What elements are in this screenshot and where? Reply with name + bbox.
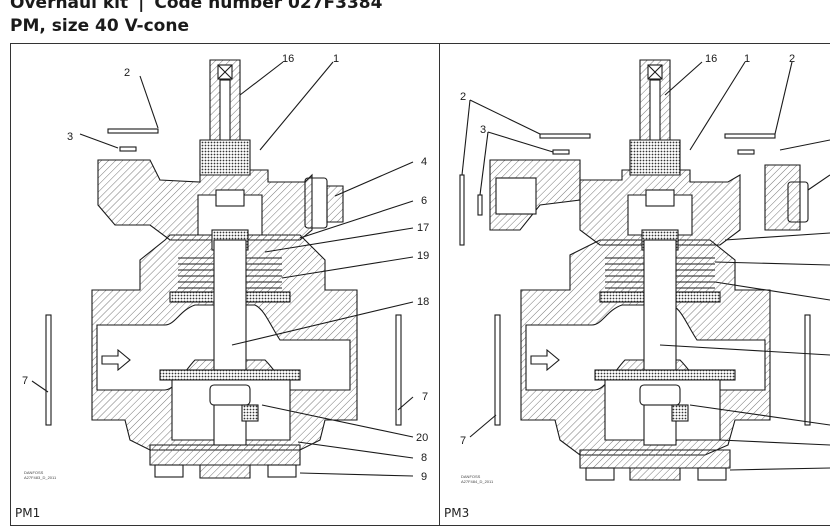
pm3-callout-16: 16 — [705, 53, 717, 65]
pm1-callout-4: 4 — [421, 156, 427, 168]
header-kit-label: Overhaul kit — [10, 0, 129, 13]
pm1-callout-20: 20 — [416, 432, 428, 444]
pm1-callout-9: 9 — [421, 471, 427, 483]
pm1-stamp-line1: DANFOSS — [24, 470, 44, 475]
header-subtitle: PM, size 40 V-cone — [10, 16, 189, 36]
pm1-callout-7-right: 7 — [422, 391, 428, 403]
header-title-line: Overhaul kit | Code number 027F3384 — [10, 0, 382, 13]
pm1-drawing — [31, 59, 414, 479]
pm3-callout-1: 1 — [744, 53, 750, 65]
pm1-callout-17: 17 — [417, 222, 429, 234]
pm3-callout-2-left: 2 — [460, 91, 466, 103]
pm3-callout-3: 3 — [480, 124, 486, 136]
document-header: Overhaul kit | Code number 027F3384 PM, si… — [10, 0, 830, 40]
pm1-callout-1: 1 — [333, 53, 339, 65]
pm1-callout-16: 16 — [282, 53, 294, 65]
pm3-callout-2-right: 2 — [789, 53, 795, 65]
panel-divider — [439, 43, 441, 526]
pm3-stamp-line2: A27F484_D_2011 — [461, 479, 494, 484]
pm1-callouts: 16 1 2 3 4 6 17 19 18 7 7 20 8 9 DANFOSS… — [22, 53, 429, 483]
pm3-drawing — [459, 59, 830, 481]
pm3-callouts: 16 1 2 2 3 7 DANFOSS A27F484_D_2011 — [460, 53, 795, 484]
header-code-number: Code number 027F3384 — [154, 0, 383, 13]
panel-label-pm3: PM3 — [444, 506, 470, 520]
pm1-callout-3: 3 — [67, 131, 73, 143]
pm1-callout-2: 2 — [124, 67, 130, 79]
pm3-stamp-line1: DANFOSS — [461, 474, 481, 479]
pm1-callout-7-left: 7 — [22, 375, 28, 387]
panel-label-pm1: PM1 — [15, 506, 41, 520]
header-separator: | — [138, 0, 145, 13]
pm1-callout-19: 19 — [417, 250, 429, 262]
pm3-callout-7: 7 — [460, 435, 466, 447]
pm1-callout-8: 8 — [421, 452, 427, 464]
pm1-callout-6: 6 — [421, 195, 427, 207]
pm1-stamp-line2: A27F483_D_2011 — [24, 475, 57, 480]
pm1-callout-18: 18 — [417, 296, 429, 308]
